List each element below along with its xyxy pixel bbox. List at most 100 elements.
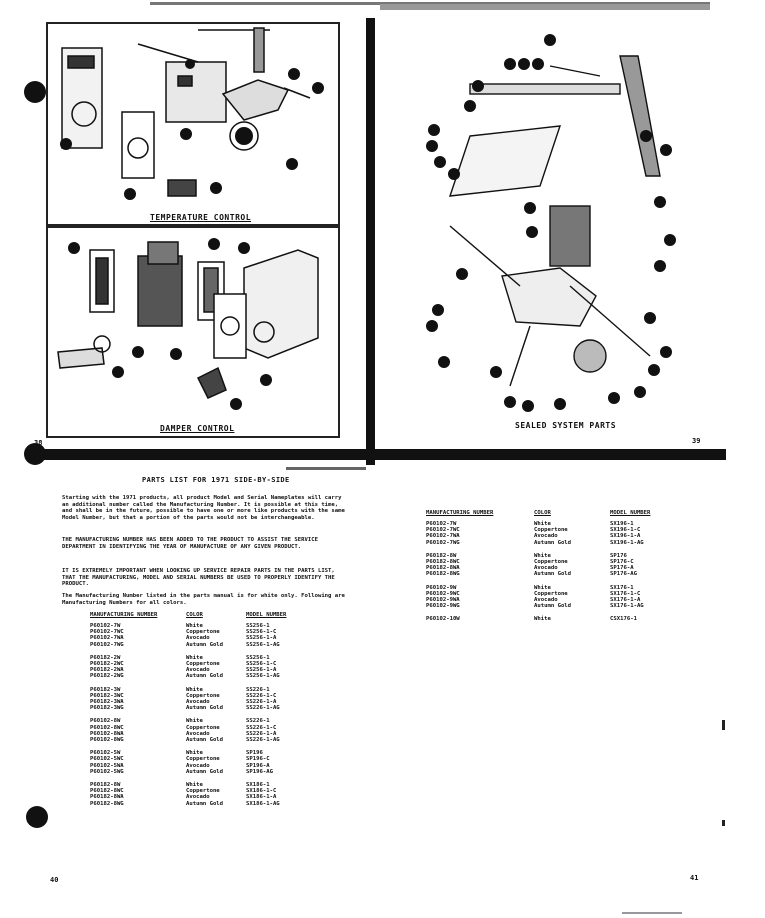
manufacturing-number-cell: P60182-8W [426, 552, 457, 559]
scan-noise [622, 912, 682, 914]
color-cell: Autumn Gold [186, 737, 224, 744]
parts-list-title: PARTS LIST FOR 1971 SIDE-BY-SIDE [142, 476, 290, 484]
group-spacer [426, 578, 650, 585]
model-number-cell: SP196-C [246, 756, 270, 763]
model-number-cell: SS226-1-C [246, 692, 277, 699]
manufacturing-number-cell: P60182-8WC [426, 559, 460, 566]
model-number-cell: SX176-1 [610, 584, 634, 591]
color-cell: Autumn Gold [186, 641, 224, 648]
model-number-cell: SX196-1-C [610, 527, 641, 534]
model-number-cell: SP176-AG [610, 571, 637, 578]
color-cell: Coppertone [186, 756, 220, 763]
page-divider-horizontal [26, 449, 726, 460]
group-spacer [90, 775, 286, 782]
model-number-cell: SS256-1-AG [246, 641, 280, 648]
manufacturing-number-cell: P60102-7WG [90, 641, 124, 648]
color-cell: Avocado [186, 730, 210, 737]
manufacturing-number-cell: P60102-5W [90, 750, 121, 757]
color-cell: Avocado [534, 533, 558, 540]
table-row: P60102-7W White SS256-1 [90, 623, 286, 629]
manufacturing-number-cell: P60182-8WG [90, 800, 124, 807]
scan-noise [380, 4, 710, 10]
manufacturing-number-cell: P60102-5WA [90, 762, 124, 769]
color-cell: White [186, 623, 203, 629]
header-model-number: MODEL NUMBER [246, 612, 287, 618]
color-cell: Coppertone [534, 559, 568, 566]
color-cell: White [186, 782, 203, 789]
manufacturing-number-cell: P60182-2WA [90, 667, 124, 674]
color-cell: Avocado [186, 667, 210, 674]
model-number-cell: SX196-1 [610, 521, 634, 527]
color-cell: White [534, 521, 551, 527]
color-cell: Coppertone [534, 590, 568, 597]
color-cell: White [186, 750, 203, 757]
manufacturing-number-cell: P60102-8WA [90, 730, 124, 737]
manufacturing-number-cell: P60182-3WA [90, 699, 124, 706]
manufacturing-number-cell: P60102-7WG [426, 539, 460, 546]
color-cell: White [186, 686, 203, 693]
page-number-bottom-left: 40 [50, 876, 59, 884]
group-spacer [90, 711, 286, 718]
model-number-cell: SP176 [610, 552, 627, 559]
manufacturing-number-cell: P60102-7W [90, 623, 121, 629]
color-cell: Coppertone [186, 661, 220, 668]
color-cell: Avocado [186, 794, 210, 801]
color-cell: Avocado [534, 597, 558, 604]
model-number-cell: SX196-1-A [610, 533, 641, 540]
damper-control-drawing [57, 238, 319, 410]
model-number-cell: SS226-1 [246, 718, 270, 725]
page-divider-vertical [366, 18, 375, 465]
color-cell: White [186, 654, 203, 661]
color-cell: Coppertone [186, 788, 220, 795]
color-cell: Coppertone [186, 724, 220, 731]
color-cell: Avocado [186, 699, 210, 706]
page-number-bottom-right: 41 [690, 874, 699, 882]
temperature-control-diagram [46, 22, 340, 226]
manufacturing-number-cell: P60102-9WG [426, 603, 460, 610]
color-cell: Autumn Gold [534, 571, 572, 578]
manufacturing-number-cell: P60102-5WG [90, 768, 124, 775]
group-spacer [90, 680, 286, 687]
model-number-cell: SX186-1 [246, 782, 270, 789]
color-cell: Coppertone [186, 692, 220, 699]
color-cell: Coppertone [534, 527, 568, 534]
color-cell: Autumn Gold [534, 603, 572, 610]
color-cell: Autumn Gold [186, 705, 224, 712]
header-color: COLOR [534, 510, 551, 516]
manufacturing-number-cell: P60182-3W [90, 686, 121, 693]
manufacturing-number-cell: P60182-8WA [426, 565, 460, 572]
model-number-cell: SS256-1-C [246, 661, 277, 668]
group-spacer [426, 609, 650, 616]
manufacturing-number-cell: P60182-8WA [90, 794, 124, 801]
manufacturing-number-cell: P60102-7WA [426, 533, 460, 540]
manufacturing-number-cell: P60182-8WC [90, 788, 124, 795]
model-number-cell: SP196-AG [246, 768, 273, 775]
color-cell: Autumn Gold [186, 673, 224, 680]
model-number-cell: SP196-A [246, 762, 270, 769]
manufacturing-number-cell: P60102-9WA [426, 597, 460, 604]
model-number-cell: SX176-1-A [610, 597, 641, 604]
header-manufacturing-number: MANUFACTURING NUMBER [90, 612, 158, 618]
manufacturing-number-cell: P60102-8W [90, 718, 121, 725]
table-row: P60102-9WA Avocado SX176-1-A [426, 597, 650, 603]
table-row: P60102-7WG Autumn Gold SS256-1-AG [90, 642, 286, 648]
manufacturing-number-cell: P60182-2WG [90, 673, 124, 680]
model-number-cell: SS256-1 [246, 623, 270, 629]
model-number-cell: SX196-1-AG [610, 539, 644, 546]
binder-hole [24, 81, 46, 103]
header-model-number: MODEL NUMBER [610, 510, 651, 516]
color-cell: Autumn Gold [186, 768, 224, 775]
header-color: COLOR [186, 612, 203, 618]
